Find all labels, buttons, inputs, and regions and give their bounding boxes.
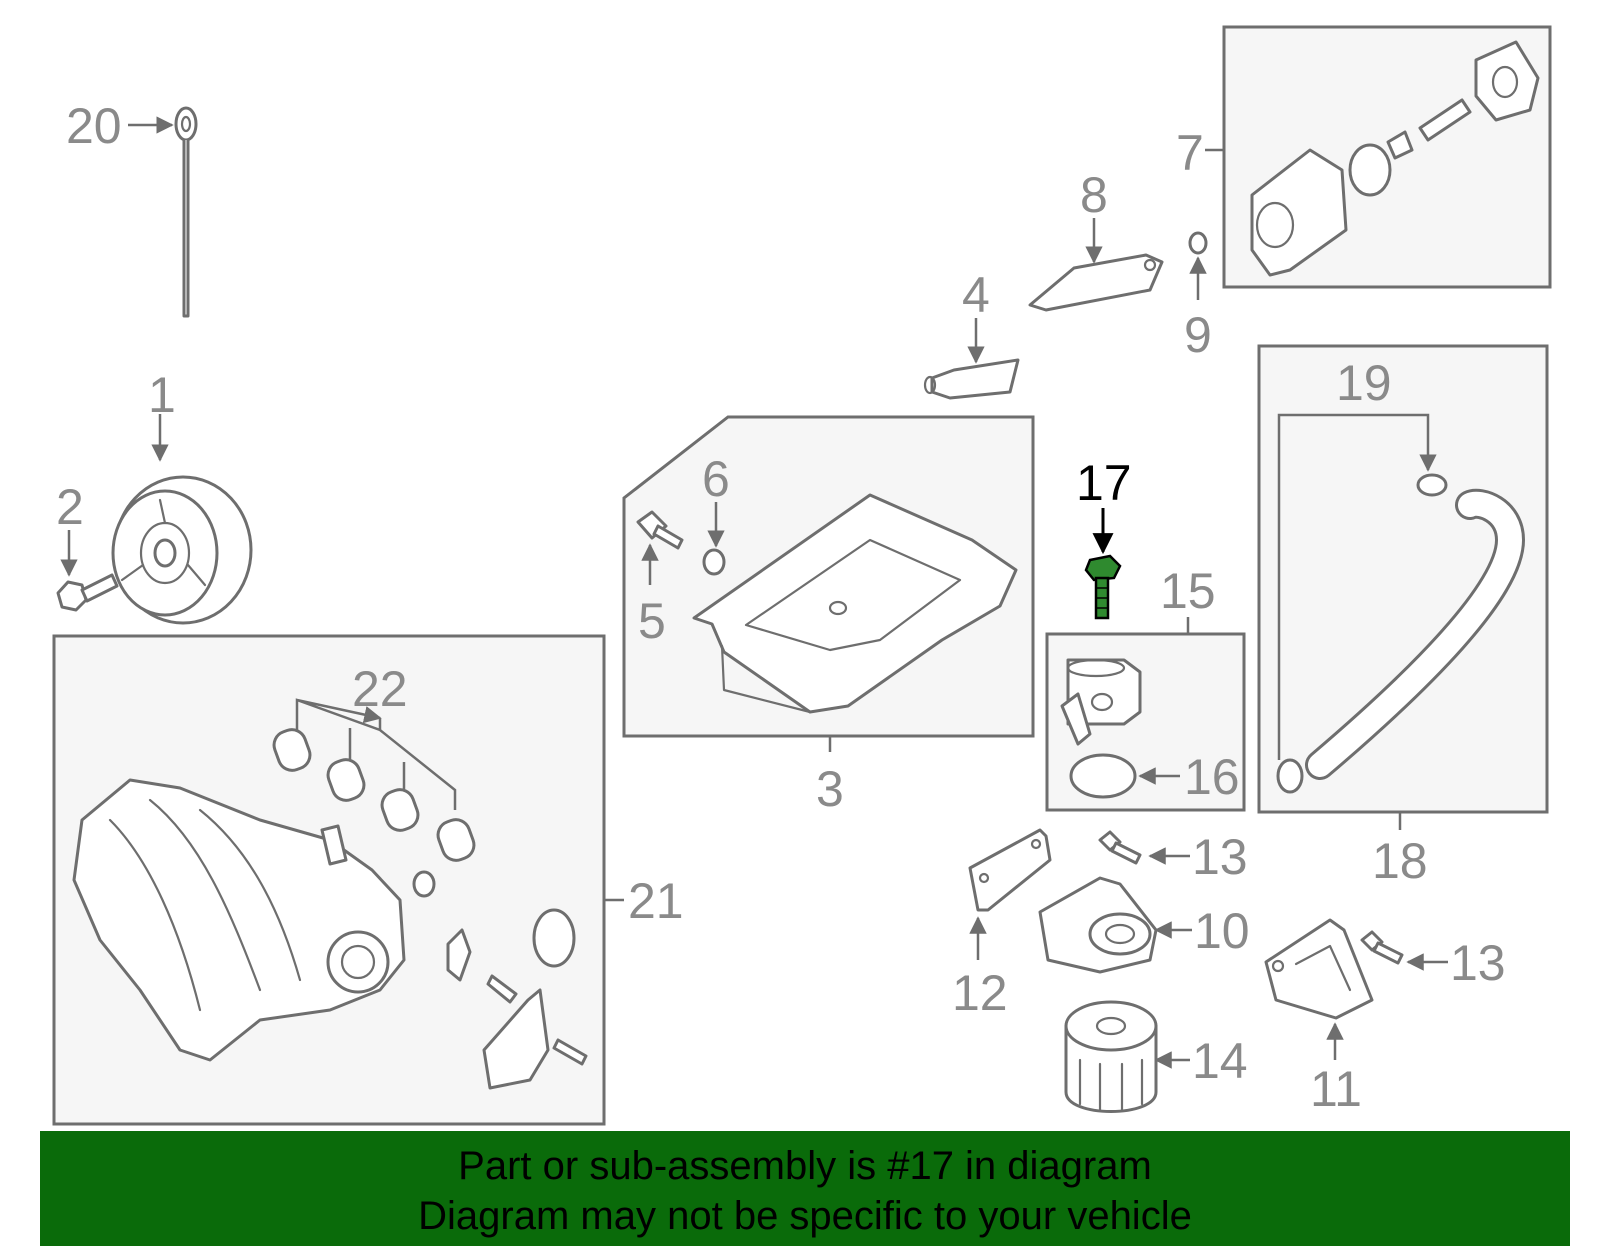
bolt-upper-part[interactable]	[1098, 830, 1142, 865]
callout-17: 17	[1076, 455, 1132, 511]
callout-9: 9	[1184, 307, 1212, 363]
cooler-gasket-part[interactable]	[1069, 753, 1137, 799]
callout-16: 16	[1184, 749, 1240, 805]
banner-line-2: Diagram may not be specific to your vehi…	[418, 1194, 1192, 1238]
oil-pump-assembly-part[interactable]	[1250, 40, 1540, 277]
highlighted-bolt-part[interactable]	[1084, 554, 1122, 620]
sensor-small-part[interactable]	[320, 824, 588, 1090]
hose-part[interactable]	[1305, 488, 1526, 780]
bracket-part[interactable]	[1028, 253, 1164, 312]
callout-14: 14	[1192, 1033, 1248, 1089]
callout-11: 11	[1310, 1061, 1362, 1117]
callout-13-upper: 13	[1192, 829, 1248, 885]
callout-7: 7	[1176, 125, 1204, 181]
callout-19: 19	[1336, 355, 1392, 411]
drain-gasket-part[interactable]	[702, 548, 726, 576]
callout-4: 4	[962, 267, 990, 323]
intake-gaskets-part[interactable]	[270, 726, 478, 865]
oil-cooler-part[interactable]	[1060, 658, 1142, 746]
callout-8: 8	[1080, 167, 1108, 223]
callout-18: 18	[1372, 833, 1428, 889]
leader-19	[1277, 413, 1437, 760]
callout-13-lower: 13	[1450, 935, 1506, 991]
callout-2: 2	[56, 479, 84, 535]
callout-15: 15	[1160, 563, 1216, 619]
callout-5: 5	[638, 593, 666, 649]
hose-clamp-lower-part[interactable]	[1276, 758, 1304, 794]
callout-10: 10	[1194, 903, 1250, 959]
callout-6: 6	[702, 451, 730, 507]
callout-12: 12	[952, 965, 1008, 1021]
info-banner: Part or sub-assembly is #17 in diagram D…	[40, 1131, 1570, 1246]
dipstick-part[interactable]	[174, 106, 198, 318]
callout-1: 1	[148, 367, 176, 423]
oil-pan-part[interactable]	[692, 493, 1018, 714]
oil-strainer-part[interactable]	[923, 358, 1020, 400]
callout-20: 20	[66, 98, 122, 154]
callout-21: 21	[628, 873, 684, 929]
bolt-lower-part[interactable]	[1360, 930, 1404, 965]
banner-line-1: Part or sub-assembly is #17 in diagram	[458, 1144, 1152, 1188]
pulley-bolt-part[interactable]	[56, 573, 119, 612]
leader-22	[295, 698, 457, 810]
oil-filter-housing-part[interactable]	[1038, 876, 1158, 974]
crankshaft-pulley-part[interactable]	[111, 475, 253, 625]
callout-3: 3	[816, 761, 844, 817]
o-ring-part[interactable]	[1188, 231, 1208, 255]
callout-22: 22	[352, 661, 408, 717]
filter-bracket-part[interactable]	[1264, 918, 1374, 1020]
oil-filter-part[interactable]	[1064, 1000, 1158, 1113]
adapter-gasket-part[interactable]	[968, 828, 1052, 912]
drain-plug-part[interactable]	[636, 510, 684, 550]
intake-manifold-part[interactable]	[72, 778, 406, 1062]
hose-clamp-upper-part[interactable]	[1416, 473, 1448, 497]
